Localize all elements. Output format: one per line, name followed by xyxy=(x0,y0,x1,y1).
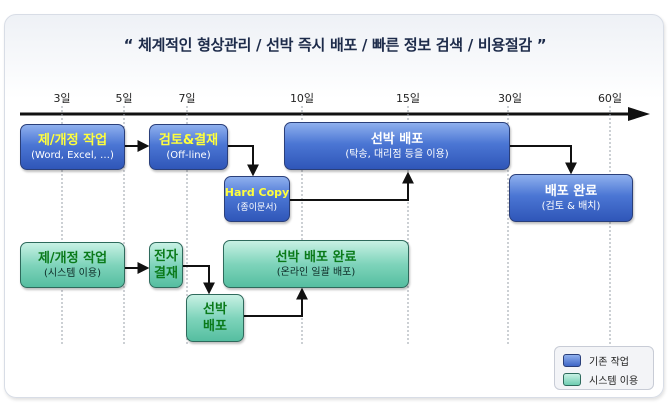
tick-label-15: 15일 xyxy=(395,92,421,105)
tick-label-10: 10일 xyxy=(289,92,315,105)
existing-ship-dist-box: 선박 배포 (탁송, 대리점 등을 이용) xyxy=(284,122,510,170)
system-approval-line1: 전자 xyxy=(154,249,178,264)
legend-swatch-existing xyxy=(563,354,581,367)
legend-label-system: 시스템 이용 xyxy=(589,376,639,387)
existing-draft-sub: (Word, Excel, …) xyxy=(31,149,114,161)
legend: 기존 작업 시스템 이용 xyxy=(554,346,654,390)
existing-draft-box: 제/개정 작업 (Word, Excel, …) xyxy=(20,124,125,170)
existing-review-box: 검토&결재 (Off-line) xyxy=(149,124,228,170)
tick-label-5: 5일 xyxy=(115,92,133,105)
legend-row-system: 시스템 이용 xyxy=(563,372,638,387)
system-approval-box: 전자 결재 xyxy=(149,242,183,288)
existing-review-title: 검토&결재 xyxy=(158,132,219,148)
legend-swatch-system xyxy=(563,373,581,386)
system-ship-dist-line1: 선박 xyxy=(203,302,227,317)
existing-draft-title: 제/개정 작업 xyxy=(37,132,108,148)
system-done-box: 선박 배포 완료 (온라인 일괄 배포) xyxy=(223,240,409,288)
system-draft-box: 제/개정 작업 (시스템 이용) xyxy=(20,242,125,288)
existing-ship-dist-sub: (탁송, 대리점 등을 이용) xyxy=(345,148,449,160)
tick-label-60: 60일 xyxy=(597,92,623,105)
system-done-sub: (온라인 일괄 배포) xyxy=(276,266,356,278)
tick-label-30: 30일 xyxy=(497,92,523,105)
diagram-title: “ 체계적인 형상관리 / 선박 즉시 배포 / 빠른 정보 검색 / 비용절감… xyxy=(123,36,547,54)
legend-row-existing: 기존 작업 xyxy=(563,353,629,368)
existing-ship-dist-title: 선박 배포 xyxy=(370,131,424,147)
system-done-title: 선박 배포 완료 xyxy=(275,249,357,265)
existing-hardcopy-box: Hard Copy (종이문서) xyxy=(224,176,290,222)
tick-label-7: 7일 xyxy=(178,92,196,105)
existing-hardcopy-sub: (종이문서) xyxy=(236,202,278,213)
system-approval-line2: 결재 xyxy=(154,266,178,281)
existing-hardcopy-title: Hard Copy xyxy=(224,185,290,199)
system-ship-dist-box: 선박 배포 xyxy=(186,294,244,342)
existing-done-box: 배포 완료 (검토 & 배치) xyxy=(509,174,633,222)
system-ship-dist-line2: 배포 xyxy=(203,319,227,334)
tick-label-3: 3일 xyxy=(53,92,71,105)
system-draft-title: 제/개정 작업 xyxy=(37,250,108,266)
legend-label-existing: 기존 작업 xyxy=(589,357,629,368)
existing-done-sub: (검토 & 배치) xyxy=(541,200,601,212)
system-draft-sub: (시스템 이용) xyxy=(44,267,101,279)
existing-review-sub: (Off-line) xyxy=(166,149,211,161)
existing-done-title: 배포 완료 xyxy=(544,183,598,199)
